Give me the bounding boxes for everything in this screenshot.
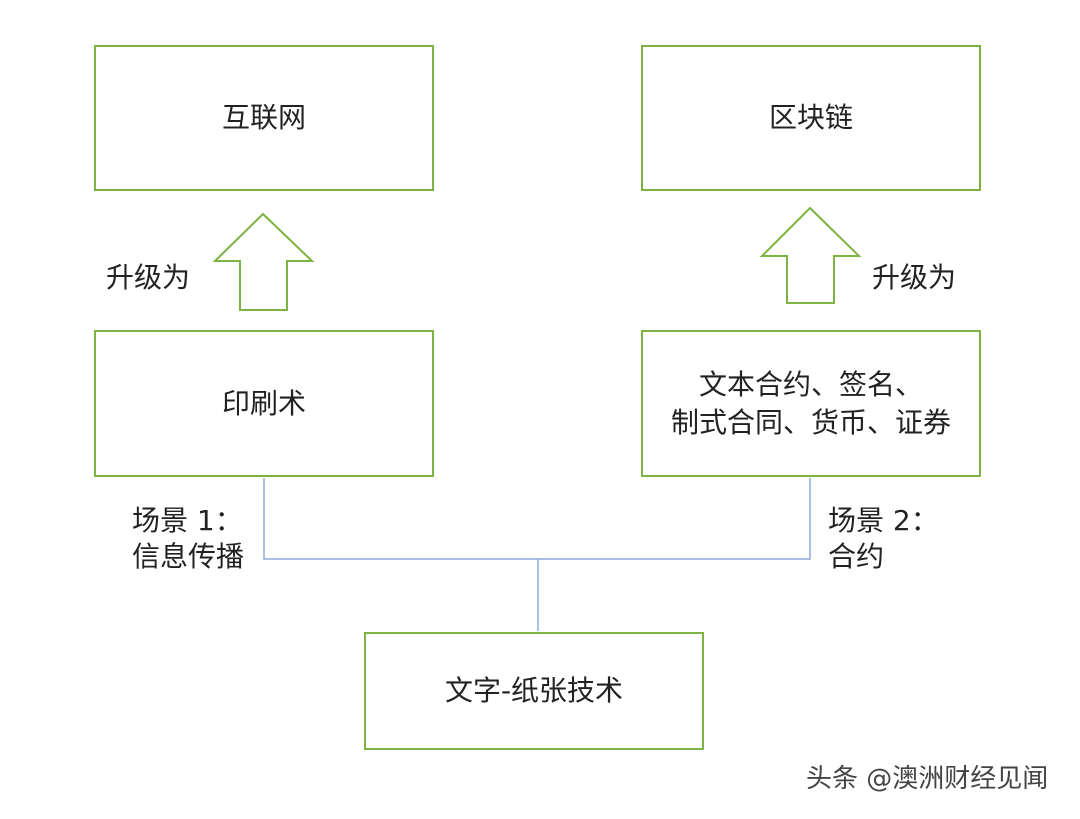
node-contracts-line2: 制式合同、货币、证券 [670, 405, 951, 439]
upgrade-arrow-right-icon [759, 206, 862, 304]
upgrade-label-left: 升级为 [106, 261, 191, 294]
upgrade-label-right: 升级为 [872, 261, 957, 294]
node-writing-paper-label: 文字-纸张技术 [444, 674, 624, 708]
node-printing: 印刷术 [94, 330, 434, 477]
watermark: 头条 @澳洲财经见闻 [806, 764, 1049, 794]
node-writing-paper: 文字-纸张技术 [364, 632, 704, 750]
node-internet: 互联网 [94, 45, 434, 191]
upgrade-arrow-left-icon [212, 212, 315, 311]
scene2-title: 场景 2： [828, 504, 939, 537]
node-blockchain: 区块链 [641, 45, 981, 191]
node-blockchain-label: 区块链 [768, 101, 853, 135]
node-printing-label: 印刷术 [221, 386, 306, 420]
node-contracts: 文本合约、签名、 制式合同、货币、证券 [641, 330, 981, 477]
scene2-desc: 合约 [828, 540, 885, 574]
scene1-desc: 信息传播 [132, 540, 245, 574]
connector-line [263, 478, 811, 560]
node-internet-label: 互联网 [221, 101, 306, 135]
scene1-label: 场景 1： 信息传播 [132, 503, 244, 576]
node-contracts-line1: 文本合约、签名、 [698, 367, 923, 401]
scene2-label: 场景 2： 合约 [828, 503, 939, 576]
scene1-title: 场景 1： [132, 504, 243, 537]
